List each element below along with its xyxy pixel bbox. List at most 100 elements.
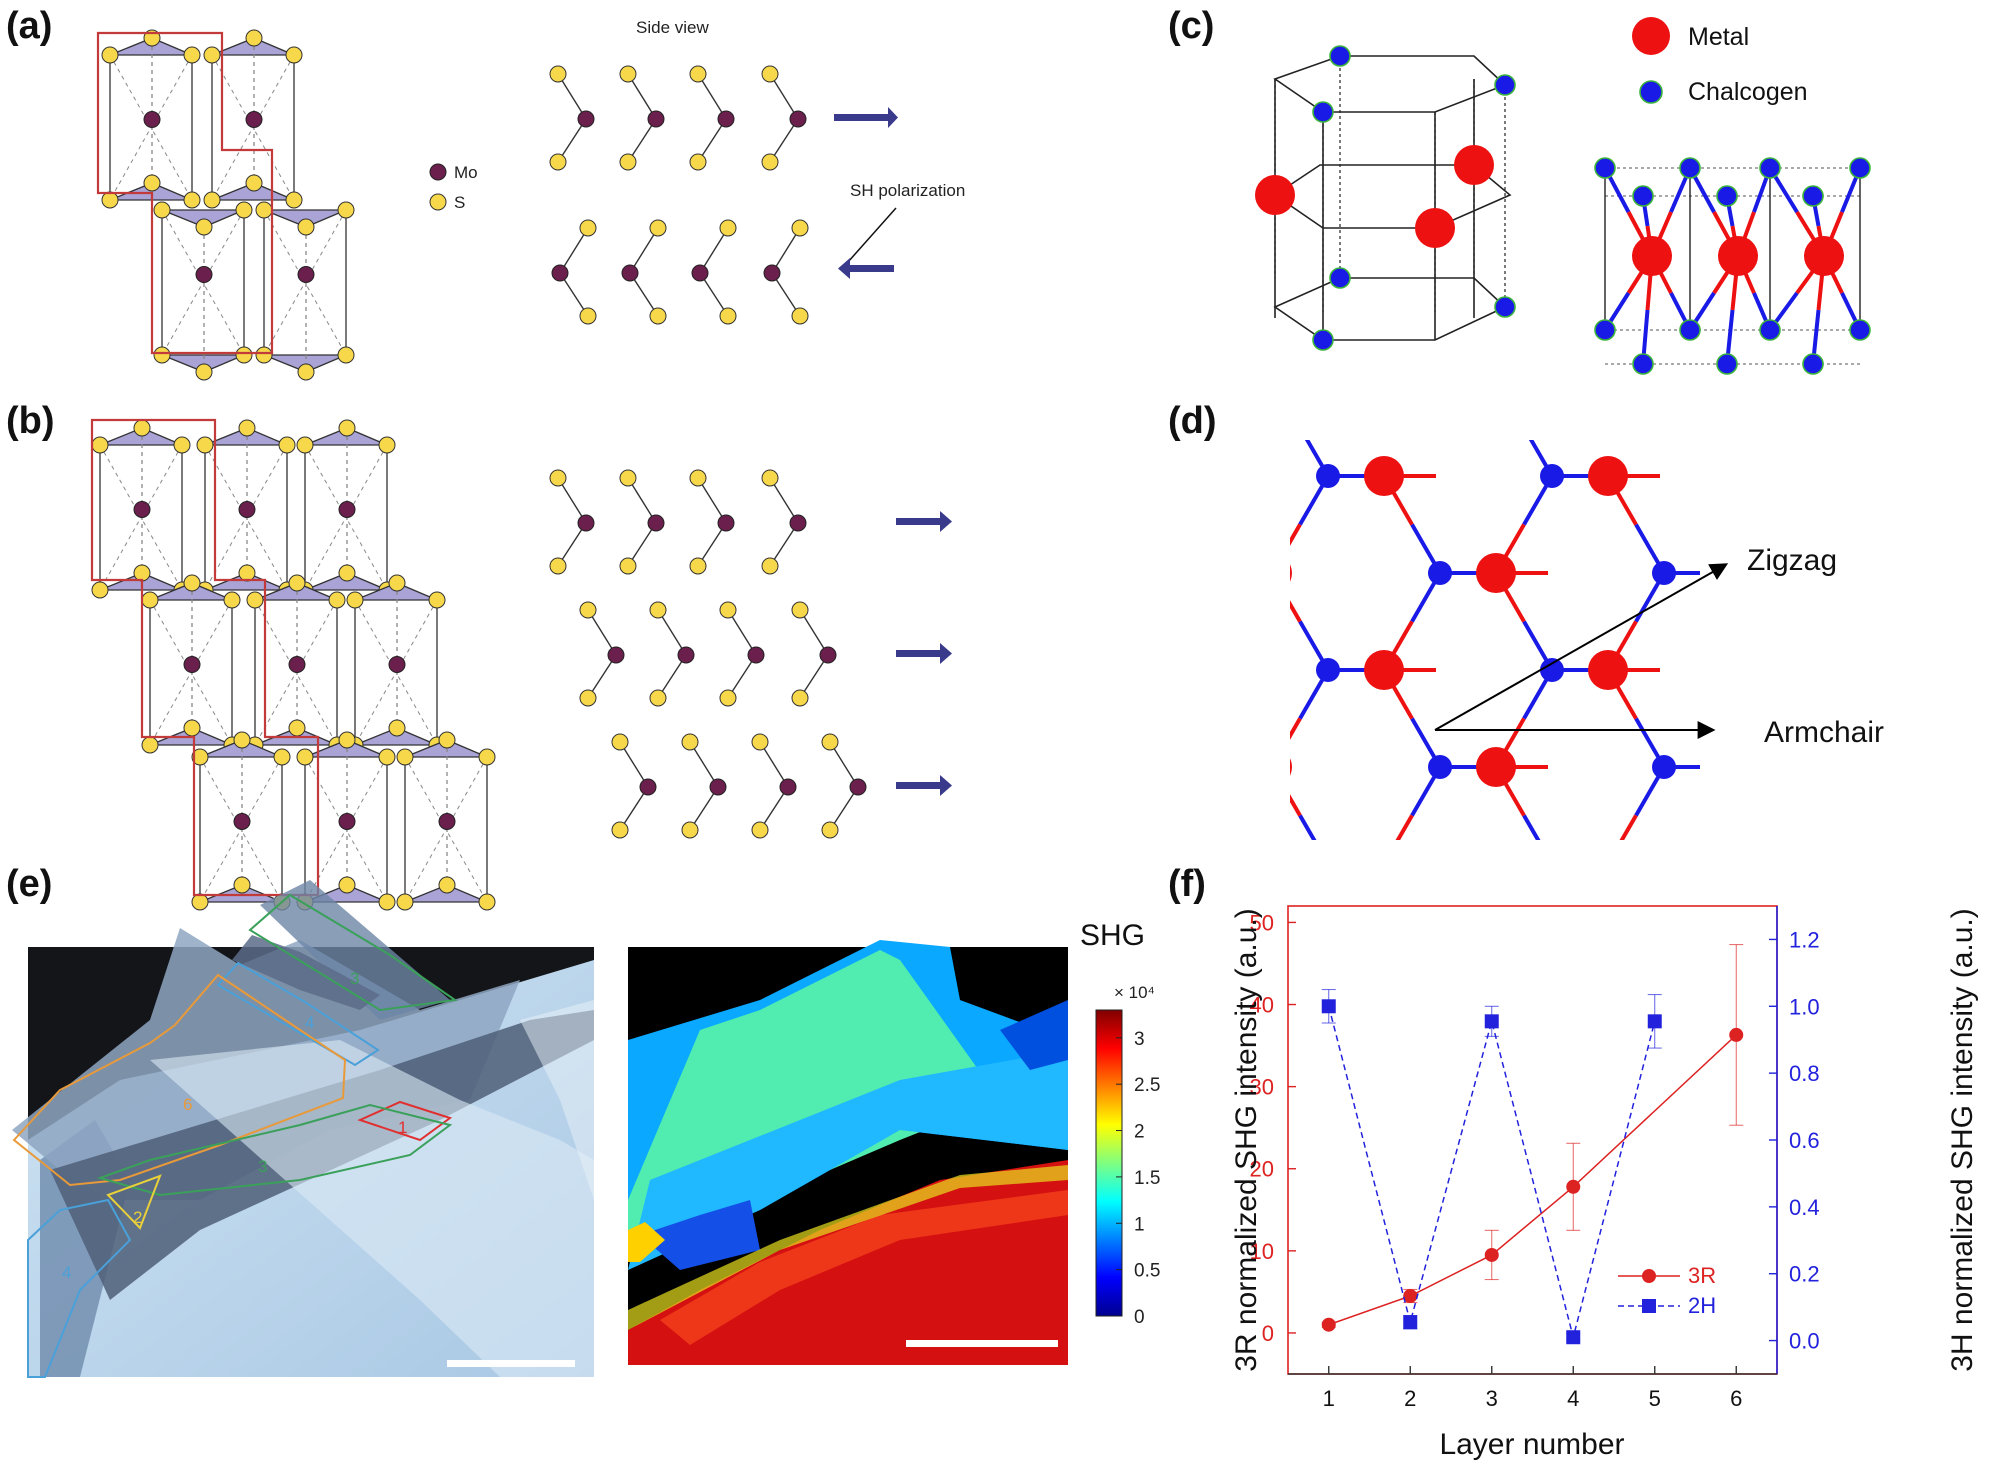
mo-atom — [709, 778, 727, 796]
bond — [627, 477, 657, 524]
mo-atom — [677, 646, 695, 664]
panel-c-crystal: Metal Chalcogen — [1255, 17, 1871, 375]
panel-a-side-view — [549, 65, 809, 325]
s-atom — [255, 201, 273, 219]
series-line-2H — [1328, 1006, 1656, 1338]
s-atom — [821, 821, 839, 839]
prism-top-face — [304, 427, 388, 446]
s-atom — [183, 46, 201, 64]
s-atom — [245, 29, 263, 47]
bond — [727, 609, 757, 656]
chalcogen-atom — [1759, 319, 1781, 341]
prism-bottom-face — [263, 354, 347, 373]
data-point-2h — [1647, 1014, 1662, 1029]
s-atom — [278, 436, 296, 454]
mo-atom — [691, 264, 709, 282]
y-axis-label-right: 3H normalized SHG intensity (a.u.) — [1946, 908, 1979, 1372]
s-atom — [579, 689, 597, 707]
sh-polarization-pointer — [847, 207, 897, 263]
metal-bond — [1290, 523, 1302, 546]
data-point-2h — [1403, 1315, 1418, 1330]
scale-bar — [447, 1360, 575, 1367]
s-legend-marker — [429, 193, 447, 211]
s-atom — [337, 346, 355, 364]
metal-atom — [1588, 456, 1628, 496]
s-atom — [255, 346, 273, 364]
metal-bond — [1290, 600, 1302, 623]
s-atom — [791, 307, 809, 325]
metal-atom — [1700, 553, 1740, 593]
lattice-bonds — [1272, 379, 1740, 876]
s-atom — [751, 821, 769, 839]
s-atom — [751, 733, 769, 751]
s-atom — [328, 591, 346, 609]
mo-atom — [133, 501, 151, 518]
s-atom — [153, 346, 171, 364]
s-atom — [719, 219, 737, 237]
s-atom — [223, 591, 241, 609]
chalcogen-atom — [1428, 561, 1452, 585]
mo-atom — [577, 110, 595, 128]
data-point-3r — [1321, 1317, 1336, 1332]
s-atom — [619, 65, 637, 83]
panel-label-c: (c) — [1168, 5, 1214, 47]
s-atom — [611, 821, 629, 839]
panel-label-d: (d) — [1168, 400, 1217, 442]
bond — [629, 272, 659, 317]
bond — [699, 227, 729, 274]
bond — [657, 609, 687, 656]
metal-atom — [1476, 747, 1516, 787]
s-atom — [133, 564, 151, 582]
chalcogen-atom — [1594, 157, 1616, 179]
colorbar-ticks: 32.521.510.50 — [1116, 1029, 1160, 1328]
y-tick-label-left: 40 — [1250, 993, 1274, 1018]
s-atom — [285, 191, 303, 209]
s-atom — [346, 591, 364, 609]
panel-a-prisms — [101, 29, 355, 381]
s-atom — [689, 153, 707, 171]
colorbar-tick-label: 2.5 — [1134, 1075, 1160, 1096]
shg-title: SHG — [1080, 919, 1145, 952]
legend: 3R 2H — [1618, 1263, 1716, 1318]
prism-top-face — [404, 739, 488, 758]
prism-bottom-face — [204, 572, 288, 591]
chalcogen-atom — [1849, 157, 1871, 179]
panel-label-a: (a) — [6, 5, 52, 47]
prism-top-face — [354, 582, 438, 601]
metal-bond — [1272, 379, 1300, 428]
region-label-5: 3 — [258, 1157, 267, 1176]
s-atom — [235, 346, 253, 364]
s-atom — [101, 46, 119, 64]
x-tick-label: 5 — [1649, 1386, 1661, 1411]
region-label-2: 4 — [305, 1013, 314, 1032]
mo-atom — [747, 646, 765, 664]
chalcogen-atom — [1802, 185, 1824, 207]
bond — [559, 272, 589, 317]
data-point-3r — [1566, 1179, 1581, 1194]
chalcogen-atom — [1540, 852, 1564, 876]
chalcogen-atom — [1716, 353, 1738, 375]
s-legend-label: S — [454, 193, 465, 212]
prism-bottom-face — [354, 727, 438, 746]
s-atom — [141, 736, 159, 754]
s-atom — [579, 307, 597, 325]
chalcogen-atom — [1759, 157, 1781, 179]
s-atom — [288, 719, 306, 737]
panel-e-images: 3 4 6 1 3 2 4 SHG × 10⁴ — [12, 880, 1160, 1378]
bond — [657, 654, 687, 699]
prism-top-face — [199, 739, 283, 758]
metal-atom — [1632, 236, 1672, 276]
mo-atom — [143, 111, 161, 128]
chalcogen-atom — [1652, 561, 1676, 585]
s-atom — [689, 469, 707, 487]
region-label-6: 2 — [133, 1208, 142, 1227]
chalcogen-atom — [1652, 755, 1676, 779]
chalcogen-atom — [1316, 658, 1340, 682]
s-atom — [133, 419, 151, 437]
region-label-7: 4 — [62, 1263, 71, 1282]
s-atom — [141, 591, 159, 609]
s-atom — [195, 363, 213, 381]
s-atom — [649, 219, 667, 237]
s-atom — [235, 201, 253, 219]
s-atom — [273, 748, 291, 766]
